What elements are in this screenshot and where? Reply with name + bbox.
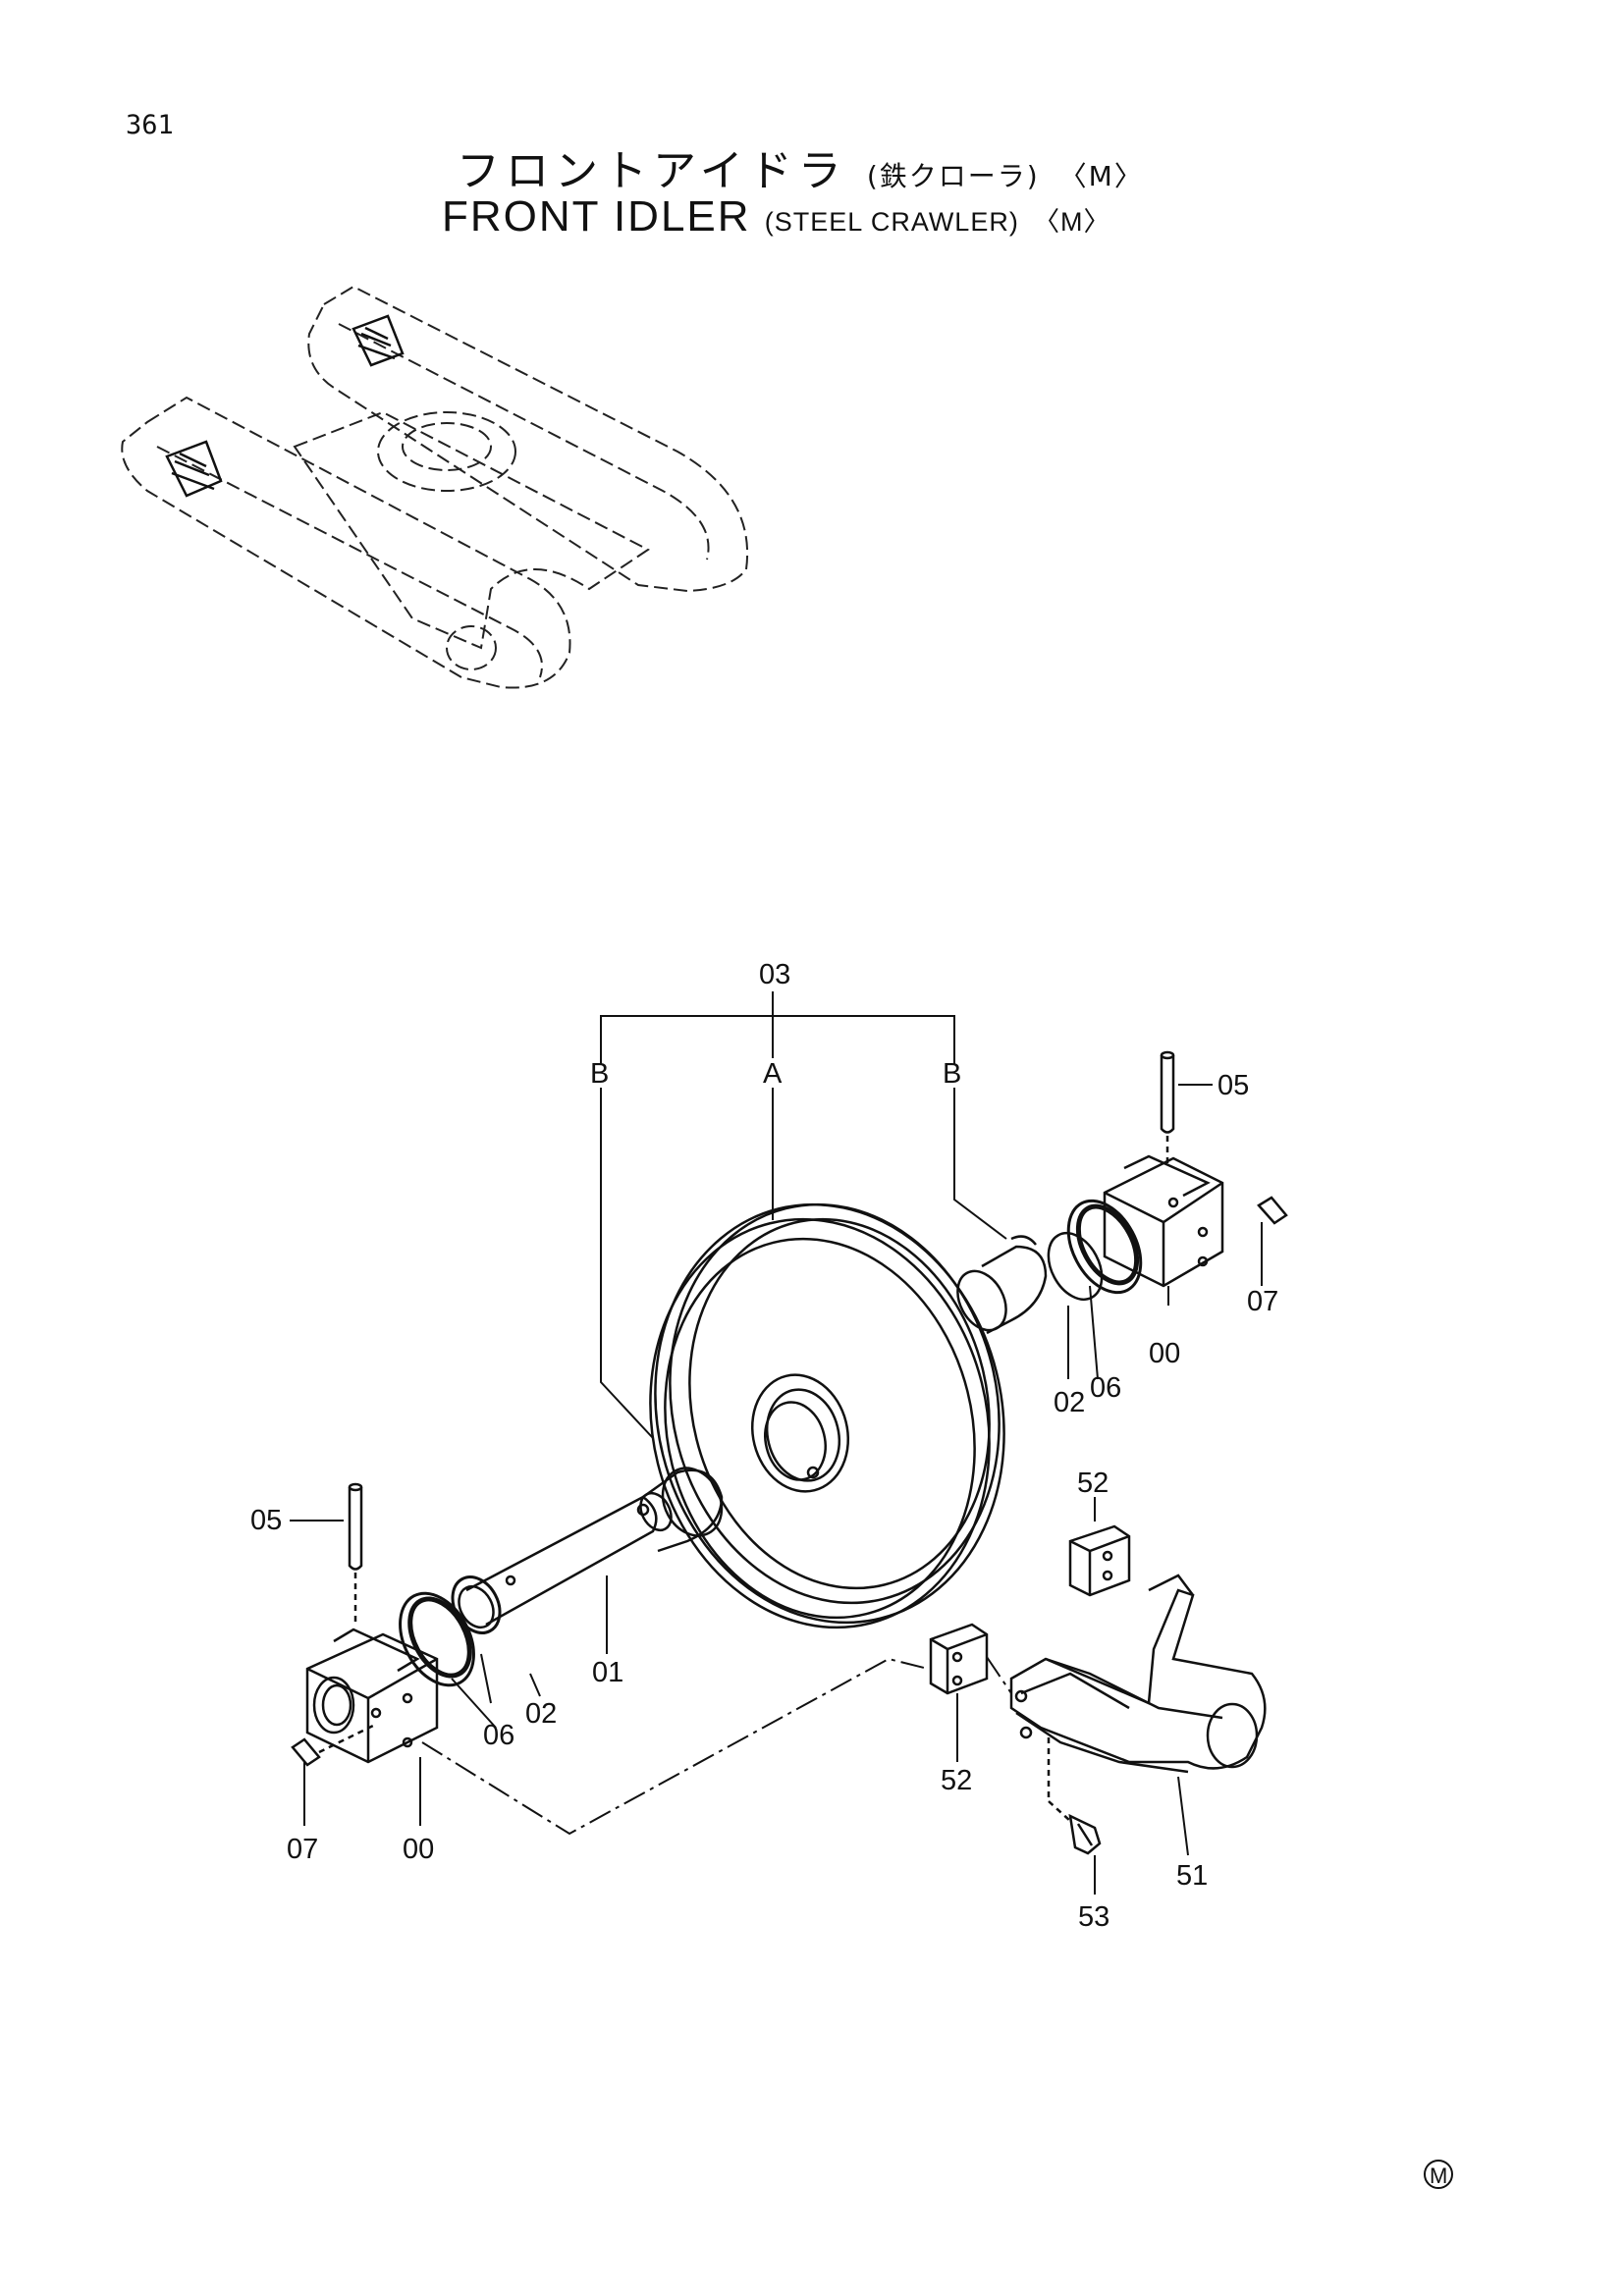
callout-pin-left: 05 [250, 1505, 282, 1536]
corner-mark-letter: M [1430, 2163, 1447, 2188]
idler-wheel [649, 1202, 1005, 1629]
title-en-sub: (STEEL CRAWLER) [764, 207, 1019, 237]
title-english: FRONT IDLER (STEEL CRAWLER) 〈M〉 [442, 192, 1111, 241]
callout-bracket-right: 00 [1149, 1338, 1180, 1369]
bolt [1047, 1737, 1102, 1855]
callout-assembly: 03 [759, 959, 790, 990]
callout-bracket-left: 00 [403, 1834, 434, 1865]
page-number: 361 [126, 110, 174, 140]
title-en-main: FRONT IDLER [442, 192, 751, 240]
callout-wheel: A [763, 1058, 783, 1090]
callout-plate-upper: 52 [1077, 1468, 1109, 1499]
callout-o-ring-right: 02 [1054, 1387, 1085, 1418]
yoke [1009, 1574, 1267, 1774]
right-bracket [1103, 1154, 1224, 1288]
callout-plate-lower: 52 [941, 1765, 972, 1796]
callout-plug-right: 07 [1247, 1286, 1278, 1317]
relation-line [421, 1656, 1012, 1836]
pins [348, 1050, 1175, 1625]
callout-seal-left: 06 [483, 1720, 514, 1751]
left-bracket [305, 1628, 439, 1764]
title-japanese: フロントアイドラ (鉄クローラ) 〈M〉 [457, 135, 1144, 198]
title-jp-variant: 〈M〉 [1058, 160, 1144, 192]
right-seal-parts [956, 1199, 1143, 1335]
title-en-variant: 〈M〉 [1033, 207, 1111, 237]
leader-lines [290, 1084, 1263, 1895]
callout-shaft: 01 [592, 1657, 623, 1688]
plugs [291, 1196, 1288, 1767]
callout-pin-right: 05 [1217, 1070, 1249, 1101]
callout-o-ring-left: 02 [525, 1698, 557, 1730]
callout-yoke: 51 [1176, 1860, 1208, 1892]
callout-bushing-right: B [943, 1058, 961, 1090]
undercarriage-overview [121, 285, 749, 689]
title-jp-sub: (鉄クローラ) [866, 160, 1040, 192]
callout-bushing-left: B [590, 1058, 609, 1090]
callout-plug-left: 07 [287, 1834, 318, 1865]
title-jp-main: フロントアイドラ [457, 146, 847, 196]
callout-seal-right: 06 [1090, 1372, 1121, 1404]
highlighted-idlers [165, 314, 405, 498]
plates [929, 1524, 1131, 1695]
callout-labels: 03 A B B 05 05 07 07 00 00 02 02 06 06 0… [250, 959, 1278, 1933]
corner-mark: M [1424, 2160, 1453, 2189]
callout-bolt: 53 [1078, 1901, 1109, 1933]
shaft [458, 1467, 724, 1629]
assembly-bracket [600, 991, 1007, 1439]
